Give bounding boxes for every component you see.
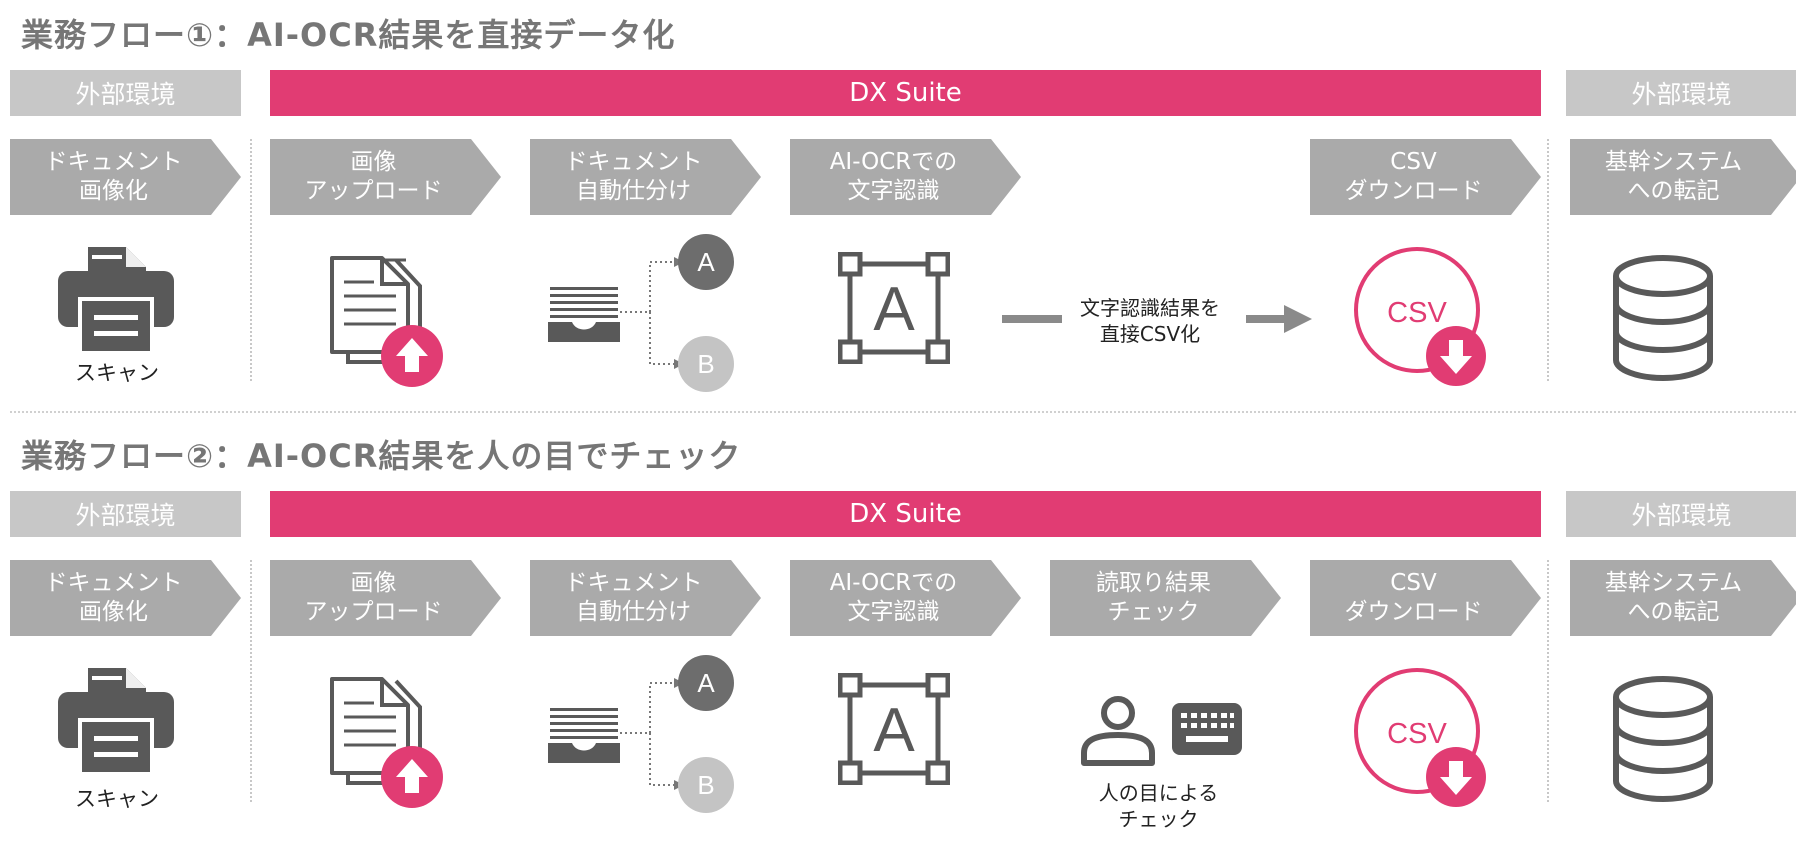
step-result-check: 読取り結果 チェック — [1050, 560, 1281, 636]
caption-line2: チェック — [1118, 807, 1199, 831]
step-line2: 画像化 — [79, 599, 148, 625]
scan-caption: スキャン — [75, 361, 159, 385]
step-core-system: 基幹システム への転記 — [1570, 139, 1796, 215]
external-env-right: 外部環境 — [1566, 491, 1796, 537]
separator-right — [1547, 560, 1549, 802]
ocr-letter: A — [873, 696, 915, 765]
step-line2: 文字認識 — [847, 178, 940, 204]
step-line2: ダウンロード — [1344, 599, 1483, 625]
step-line1: 読取り結果 — [1096, 570, 1211, 596]
arrow-right-icon — [1246, 305, 1312, 333]
step-line1: AI-OCRでの — [829, 570, 958, 596]
step-line1: ドキュメント — [44, 149, 183, 175]
external-env-right: 外部環境 — [1566, 70, 1796, 116]
separator-left — [250, 560, 252, 802]
step-line1: 画像 — [350, 149, 397, 175]
scan-caption: スキャン — [75, 787, 159, 811]
step-upload: 画像 アップロード — [270, 560, 501, 636]
sort-label-a: A — [697, 668, 715, 698]
separator-right — [1547, 139, 1549, 381]
step-line1: CSV — [1390, 570, 1437, 596]
step-line2: 画像化 — [79, 178, 148, 204]
step-line2: 文字認識 — [847, 599, 940, 625]
csv-download-icon: CSV — [1354, 247, 1486, 386]
separator-left — [250, 139, 252, 381]
step-line1: ドキュメント — [44, 570, 183, 596]
step-line1: 画像 — [350, 570, 397, 596]
step-core-system: 基幹システム への転記 — [1570, 560, 1796, 636]
direct-csv-caption: 文字認識結果を 直接CSV化 — [1070, 295, 1230, 347]
caption-line1: 人の目による — [1098, 781, 1219, 805]
step-csv-download: CSV ダウンロード — [1310, 139, 1541, 215]
step-line1: ドキュメント — [564, 149, 703, 175]
csv-text: CSV — [1387, 718, 1447, 750]
flow-divider — [10, 411, 1796, 413]
step-upload: 画像 アップロード — [270, 139, 501, 215]
step-sort: ドキュメント 自動仕分け — [530, 560, 761, 636]
flow-1: 業務フロー①：AI-OCR結果を直接データ化 外部環境 DX Suite 外部環… — [0, 0, 1796, 420]
step-line1: 基幹システム — [1604, 570, 1743, 596]
csv-download-icon: CSV — [1354, 668, 1486, 807]
step-line2: 自動仕分け — [576, 178, 691, 204]
external-env-left: 外部環境 — [10, 491, 241, 537]
auto-sort-icon: A B — [548, 655, 734, 813]
person-icon — [1081, 696, 1155, 766]
step-scan: ドキュメント 画像化 — [10, 560, 241, 636]
step-line2: 自動仕分け — [576, 599, 691, 625]
flow-title: 業務フロー①：AI-OCR結果を直接データ化 — [21, 16, 676, 54]
csv-text: CSV — [1387, 297, 1447, 329]
step-line2: ダウンロード — [1344, 178, 1483, 204]
step-line1: 基幹システム — [1604, 149, 1743, 175]
step-line1: ドキュメント — [564, 570, 703, 596]
dx-suite-bar: DX Suite — [270, 491, 1541, 537]
printer-icon — [58, 668, 174, 774]
caption-line1: 文字認識結果を — [1080, 296, 1220, 320]
sort-label-b: B — [697, 349, 714, 379]
sort-label-b: B — [697, 770, 714, 800]
ocr-text-icon: A — [838, 673, 950, 785]
database-icon — [1613, 255, 1713, 382]
flow-2: 業務フロー②：AI-OCR結果を人の目でチェック 外部環境 DX Suite 外… — [0, 421, 1796, 841]
step-line1: AI-OCRでの — [829, 149, 958, 175]
human-check-caption: 人の目による チェック — [1076, 780, 1241, 832]
caption-line2: 直接CSV化 — [1099, 322, 1201, 346]
document-upload-icon — [330, 256, 443, 387]
step-line2: への転記 — [1627, 599, 1720, 625]
arrow-line-left — [1002, 315, 1062, 323]
flow-title: 業務フロー②：AI-OCR結果を人の目でチェック — [21, 437, 742, 475]
auto-sort-icon: A B — [548, 234, 734, 392]
step-line1: CSV — [1390, 149, 1437, 175]
ocr-letter: A — [873, 275, 915, 344]
external-env-left: 外部環境 — [10, 70, 241, 116]
step-ocr: AI-OCRでの 文字認識 — [790, 560, 1021, 636]
step-sort: ドキュメント 自動仕分け — [530, 139, 761, 215]
dx-suite-bar: DX Suite — [270, 70, 1541, 116]
keyboard-icon — [1172, 703, 1242, 755]
step-line2: アップロード — [304, 178, 443, 204]
document-upload-icon — [330, 677, 443, 808]
database-icon — [1613, 676, 1713, 803]
printer-icon — [58, 247, 174, 353]
step-line2: アップロード — [304, 599, 443, 625]
ocr-text-icon: A — [838, 252, 950, 364]
step-ocr: AI-OCRでの 文字認識 — [790, 139, 1021, 215]
sort-label-a: A — [697, 247, 715, 277]
step-line2: への転記 — [1627, 178, 1720, 204]
step-scan: ドキュメント 画像化 — [10, 139, 241, 215]
step-csv-download: CSV ダウンロード — [1310, 560, 1541, 636]
step-line2: チェック — [1107, 599, 1200, 625]
